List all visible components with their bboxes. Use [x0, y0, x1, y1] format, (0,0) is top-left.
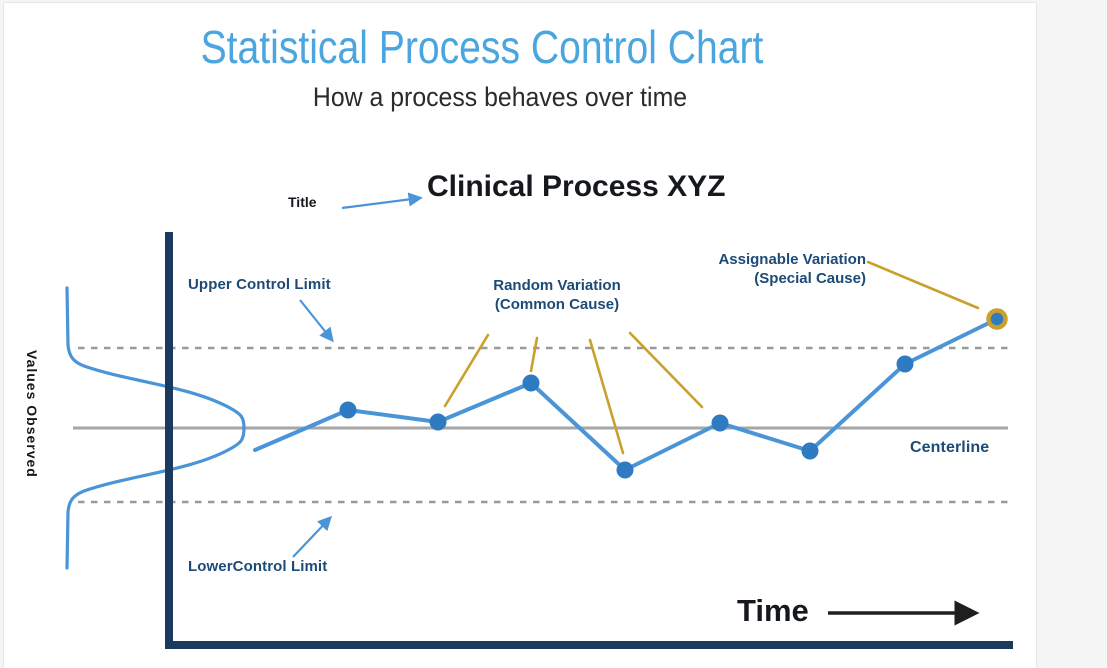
chart-title: Clinical Process XYZ — [427, 170, 726, 203]
random-variation-line2: (Common Cause) — [494, 296, 620, 313]
centerline-label: Centerline — [910, 439, 990, 456]
assignable-variation-line1: Assignable Variation — [718, 251, 866, 268]
assignable-variation-line2: (Special Cause) — [754, 270, 866, 287]
x-axis-label: Time — [737, 593, 809, 628]
upper-control-limit-label: Upper Control Limit — [188, 276, 331, 293]
page-subtitle: How a process behaves over time — [312, 82, 688, 112]
title-pointer-label: Title — [288, 194, 317, 210]
page-title: Statistical Process Control Chart — [200, 21, 764, 73]
lower-control-limit-label: LowerControl Limit — [188, 558, 328, 575]
assignable-variation-label: Assignable Variation (Special Cause) — [646, 250, 866, 288]
random-variation-label: Random Variation (Common Cause) — [457, 276, 657, 314]
random-variation-line1: Random Variation — [493, 277, 621, 294]
y-axis-label: Values Observed — [24, 350, 40, 478]
